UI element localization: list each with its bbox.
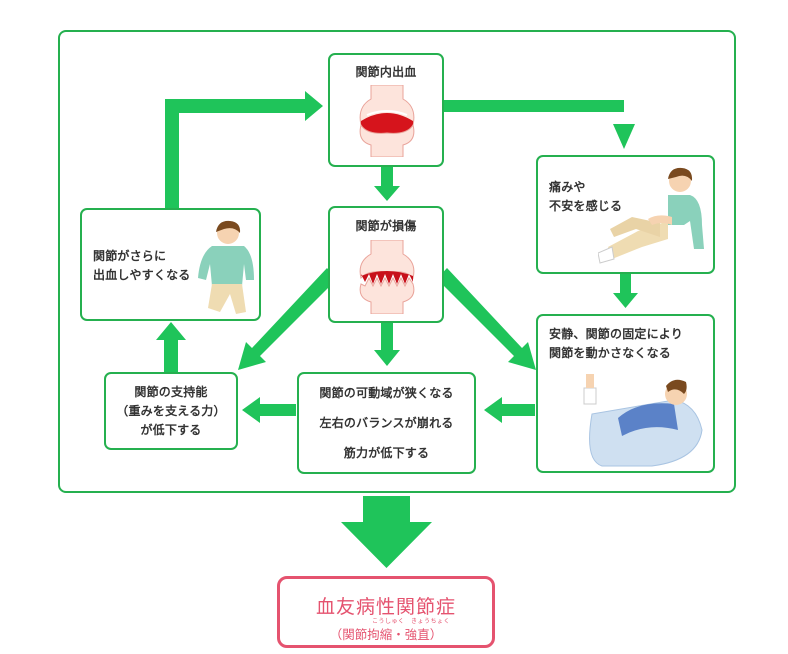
arrow-support-to-more	[156, 322, 186, 372]
arrow-rest-to-range	[484, 397, 535, 423]
node-range-decline-line-3: 筋力が低下する	[343, 446, 430, 460]
node-more-bleeding-line-2: 出血しやすくなる	[93, 268, 191, 282]
node-more-bleeding-line-1: 関節がさらに	[93, 249, 167, 263]
arrow-pain-to-rest	[613, 274, 638, 308]
node-support-decline: 関節の支持能 （重みを支える力） が低下する	[104, 372, 238, 450]
node-rest-fixation-line-1: 安静、関節の固定により	[549, 327, 683, 341]
result-subtitle: （関節拘縮・強直）	[329, 627, 443, 642]
arrow-bleeding-to-pain	[443, 100, 635, 149]
node-rest-fixation: 安静、関節の固定により 関節を動かさなくなる	[536, 314, 715, 473]
node-joint-damage: 関節が損傷	[328, 206, 444, 323]
node-range-decline: 関節の可動域が狭くなる 左右のバランスが崩れる 筋力が低下する	[297, 372, 476, 474]
result-ruby-left: こうしゅく	[372, 618, 405, 625]
arrow-damage-to-support	[238, 268, 337, 370]
bleeding-joint-icon	[359, 85, 415, 157]
node-rest-fixation-line-2: 関節を動かさなくなる	[549, 346, 672, 360]
cycle-frame	[58, 30, 736, 493]
node-joint-bleeding: 関節内出血	[328, 53, 444, 167]
node-joint-bleeding-label: 関節内出血	[355, 65, 417, 79]
damaged-joint-icon	[359, 240, 415, 314]
node-range-decline-line-1: 関節の可動域が狭くなる	[319, 386, 454, 400]
node-pain-anxiety-line-2: 不安を感じる	[549, 199, 623, 213]
result-ruby-right: きょうちょく	[411, 618, 451, 625]
result-title: 血友病性関節症	[315, 596, 456, 618]
node-joint-damage-label: 関節が損傷	[355, 219, 417, 233]
arrow-damage-to-rest	[437, 268, 536, 370]
arrow-range-to-support	[242, 397, 296, 423]
node-range-decline-line-2: 左右のバランスが崩れる	[319, 416, 454, 430]
node-more-bleeding: 関節がさらに 出血しやすくなる	[80, 208, 261, 321]
arrow-more-to-bleeding	[165, 91, 323, 208]
limping-person-illustration	[198, 220, 254, 314]
sitting-person-illustration	[598, 167, 704, 264]
node-pain-anxiety-line-1: 痛みや	[549, 180, 586, 194]
node-support-decline-line-1: 関節の支持能	[134, 385, 208, 399]
arrow-bleeding-to-damage	[374, 167, 400, 201]
resting-person-illustration	[583, 374, 703, 467]
result-hemophilic-arthropathy: 血友病性関節症 こうしゅく きょうちょく （関節拘縮・強直）	[277, 576, 495, 648]
arrow-damage-to-range	[374, 323, 400, 366]
node-support-decline-line-3: が低下する	[140, 423, 202, 437]
node-support-decline-line-2: （重みを支える力）	[116, 404, 226, 418]
arrow-to-result	[341, 496, 432, 568]
node-pain-anxiety: 痛みや 不安を感じる	[536, 155, 715, 274]
